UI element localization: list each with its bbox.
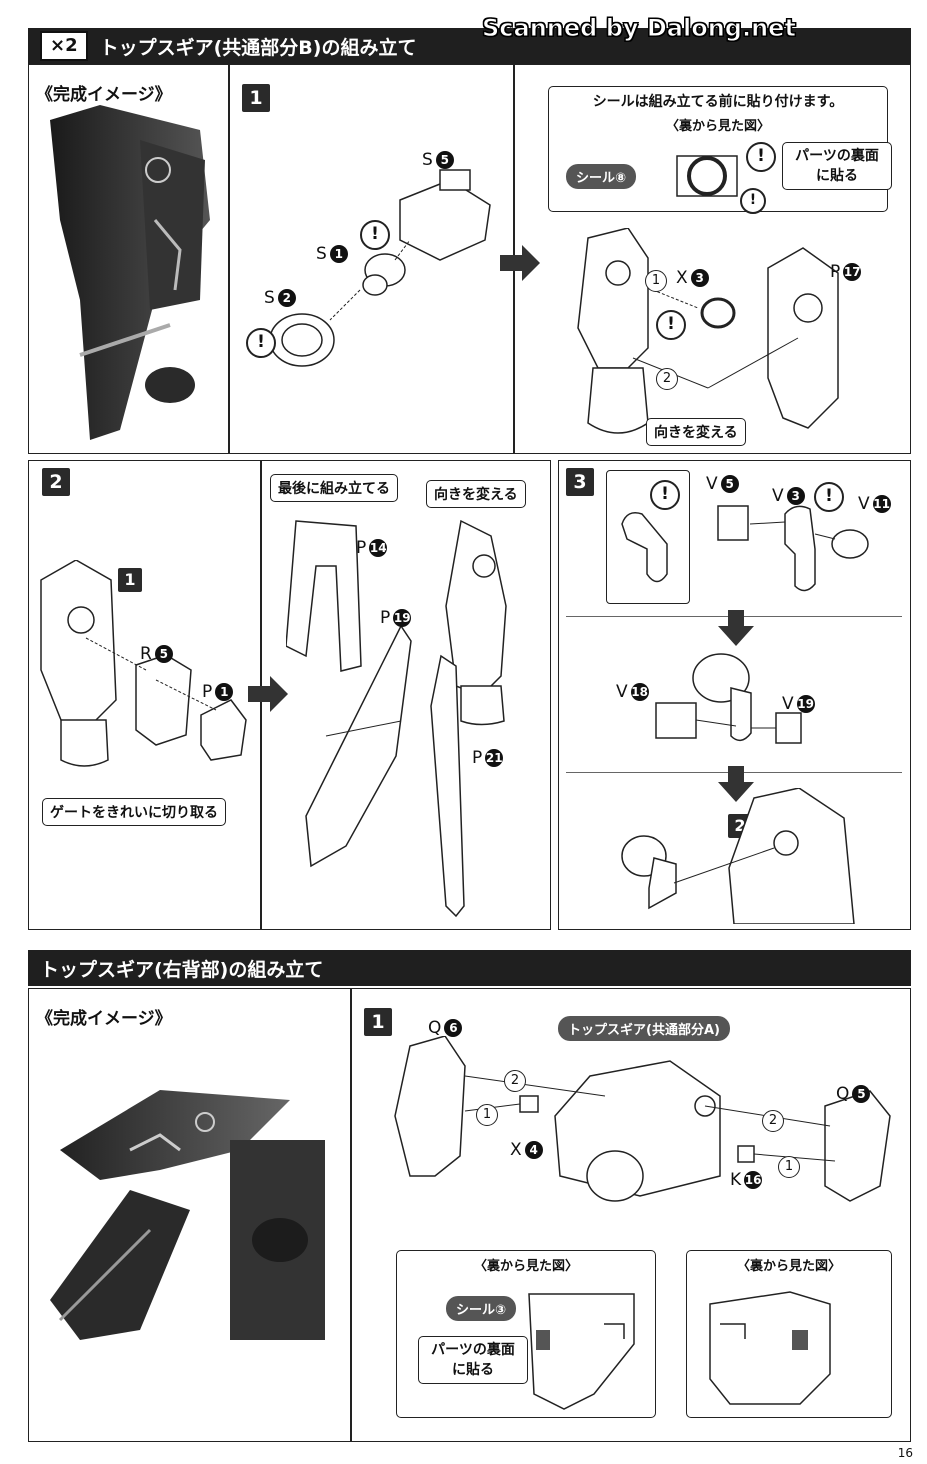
back-view-label: 〈裏から見た図〉 xyxy=(736,1259,841,1274)
watermark: Scanned by Dalong.net xyxy=(482,14,797,43)
back-view-label: 〈裏から見た図〉 xyxy=(665,119,770,134)
arm-part-detail xyxy=(621,512,668,583)
section-header-right-back: トップスギア(右背部)の組み立て xyxy=(28,950,911,986)
warning-icon: ! xyxy=(656,310,686,340)
change-direction-note: 向きを変える xyxy=(426,480,526,508)
page-number: 16 xyxy=(897,1446,913,1460)
down-arrow-icon xyxy=(718,766,754,802)
order-1: 1 xyxy=(778,1156,800,1178)
assembly-illustration-step3a xyxy=(717,505,869,592)
step-number: 1 xyxy=(364,1008,392,1036)
order-1: 1 xyxy=(645,270,667,292)
step-number: 2 xyxy=(42,468,70,496)
substep-number: 1 xyxy=(118,568,142,592)
down-arrow-icon xyxy=(718,610,754,646)
sticker-label: シール③ xyxy=(446,1296,517,1321)
order-2: 2 xyxy=(762,1110,784,1132)
apply-back-note: パーツの裏面に貼る xyxy=(782,142,892,190)
warning-icon: ! xyxy=(246,328,276,358)
step-number: 1 xyxy=(242,84,270,112)
assembly-illustration-step2a xyxy=(40,560,247,767)
preview-label: 《完成イメージ》 xyxy=(36,85,172,105)
change-direction-note: 向きを変える xyxy=(646,418,746,446)
next-arrow-icon xyxy=(248,676,288,712)
multiplier-badge: ×2 xyxy=(40,31,88,61)
s-parts-illustration xyxy=(269,169,491,367)
warning-icon: ! xyxy=(814,482,844,512)
warning-icon: ! xyxy=(746,142,776,172)
gate-note: ゲートをきれいに切り取る xyxy=(42,798,226,826)
section-header-common-b: ×2 トップスギア(共通部分B)の組み立て xyxy=(28,28,911,64)
common-a-label: トップスギア(共通部分A) xyxy=(558,1016,730,1041)
apply-back-note: パーツの裏面に貼る xyxy=(418,1336,528,1384)
preview-label: 《完成イメージ》 xyxy=(36,1009,172,1029)
section-title: トップスギア(共通部分B)の組み立て xyxy=(99,36,417,59)
back-view-label: 〈裏から見た図〉 xyxy=(473,1259,578,1274)
ring-part-back xyxy=(676,155,738,197)
completed-image-right-back xyxy=(50,1090,325,1340)
warning-icon: ! xyxy=(650,480,680,510)
section-title: トップスギア(右背部)の組み立て xyxy=(40,958,324,981)
order-2: 2 xyxy=(656,368,678,390)
divider xyxy=(228,64,230,454)
assembly-illustration-step3b xyxy=(655,653,802,744)
completed-image-common-b xyxy=(50,105,210,440)
next-arrow-icon xyxy=(500,245,540,281)
order-1: 1 xyxy=(476,1104,498,1126)
assembly-illustration-step2b xyxy=(286,519,507,918)
sticker-label: シール⑧ xyxy=(566,164,637,189)
sticker-note-text: シールは組み立てる前に貼り付けます。 xyxy=(592,94,844,110)
assembly-illustration-right-back xyxy=(394,1036,891,1202)
part-back-view-right xyxy=(709,1291,831,1405)
divider xyxy=(350,988,352,1442)
warning-icon: ! xyxy=(360,220,390,250)
warning-icon: ! xyxy=(740,188,766,214)
assembly-illustration-step1 xyxy=(577,228,839,434)
step-number: 3 xyxy=(566,468,594,496)
assemble-last-note: 最後に組み立てる xyxy=(270,474,398,502)
part-back-view-left xyxy=(528,1293,635,1410)
order-2: 2 xyxy=(504,1070,526,1092)
assembly-illustration-step3c xyxy=(621,788,855,924)
